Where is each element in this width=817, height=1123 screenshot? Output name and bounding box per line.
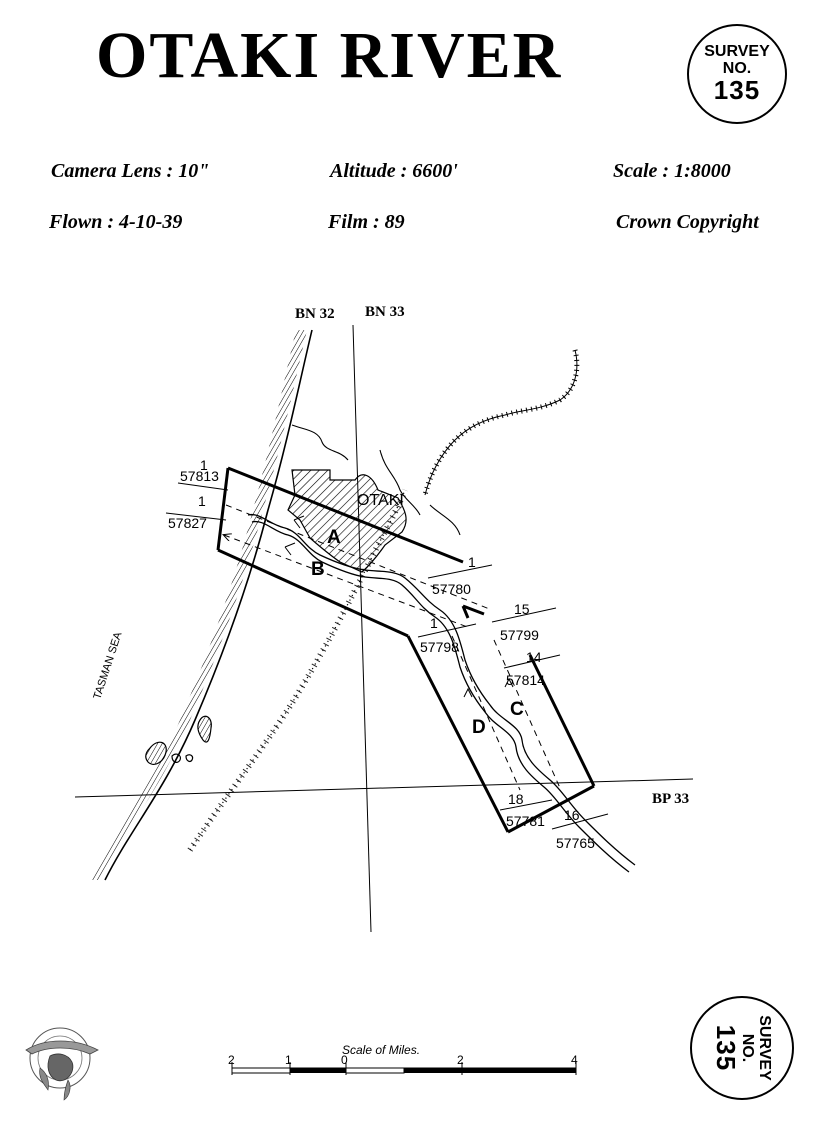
survey-stamp-line1: SURVEY bbox=[704, 43, 770, 61]
frame-number: 16 bbox=[564, 807, 580, 823]
scale-tick-label: 2 bbox=[457, 1053, 464, 1067]
scale-tick-label: 2 bbox=[228, 1053, 235, 1067]
strip-label-b: B bbox=[311, 559, 325, 580]
grid-line-horizontal bbox=[74, 778, 694, 798]
strip-label-d: D bbox=[472, 717, 486, 738]
crown-copyright: Crown Copyright bbox=[616, 211, 759, 233]
survey-stamp-line1: SURVEY bbox=[755, 1015, 773, 1081]
flight-lines bbox=[224, 504, 561, 791]
photo-number: 57827 bbox=[168, 515, 207, 531]
district-boundary bbox=[422, 349, 580, 496]
frame-number: 1 bbox=[198, 493, 206, 509]
grid-label-bp33: BP 33 bbox=[652, 791, 689, 807]
sea-label-tasman: TASMAN SEA bbox=[91, 630, 124, 701]
company-logo bbox=[25, 1027, 99, 1101]
photo-number: 57781 bbox=[506, 813, 545, 829]
frame-label-c-start: 14 57814 bbox=[503, 649, 561, 688]
grid-line-vertical bbox=[352, 324, 372, 933]
photo-number: 57798 bbox=[420, 639, 459, 655]
survey-stamp-top: SURVEY NO. 135 bbox=[687, 24, 787, 124]
survey-stamp-bottom: SURVEY NO. 135 bbox=[690, 996, 794, 1100]
place-label-otaki: OTAKI bbox=[357, 492, 404, 509]
flown-date: Flown : 4-10-39 bbox=[49, 211, 183, 233]
scale-tick-label: 0 bbox=[341, 1053, 348, 1067]
flight-direction-arrows bbox=[284, 515, 514, 698]
frame-label-a-end: 1 57780 bbox=[427, 554, 493, 597]
strip-label-a: A bbox=[327, 527, 341, 548]
coastline bbox=[90, 329, 313, 881]
streams bbox=[291, 424, 461, 536]
scale-bar: Scale of Miles. 2 1 0 2 4 bbox=[228, 1043, 578, 1075]
frame-label-b-start: 1 57827 bbox=[165, 493, 227, 531]
scale-ratio: Scale : 1:8000 bbox=[613, 160, 731, 182]
photo-number: 57813 bbox=[180, 468, 219, 484]
altitude: Altitude : 6600' bbox=[330, 160, 458, 182]
frame-number: 18 bbox=[508, 791, 524, 807]
otaki-river bbox=[247, 513, 636, 873]
photo-number: 57780 bbox=[432, 581, 471, 597]
frame-label-d-end: 18 57781 bbox=[499, 791, 553, 829]
grid-label-bn32: BN 32 bbox=[295, 306, 335, 322]
grid-label-bn33: BN 33 bbox=[365, 304, 405, 320]
frame-label-c-end: 15 57799 bbox=[491, 601, 557, 643]
frame-number: 15 bbox=[514, 601, 530, 617]
survey-stamp-number: 135 bbox=[710, 1024, 741, 1072]
survey-stamp-line2: NO. bbox=[722, 59, 752, 77]
otaki-township bbox=[287, 469, 407, 573]
scale-tick-label: 4 bbox=[571, 1053, 578, 1067]
frame-label-a-start: 1 57813 bbox=[177, 457, 229, 491]
photo-number: 57814 bbox=[506, 672, 545, 688]
survey-stamp-number: 135 bbox=[713, 75, 761, 106]
frame-number: 1 bbox=[200, 457, 208, 473]
scale-tick-label: 1 bbox=[285, 1053, 292, 1067]
frame-label-c-bottom: 16 57765 bbox=[551, 807, 609, 851]
strip-label-c: C bbox=[510, 699, 524, 720]
map-title: OTAKI RIVER bbox=[96, 19, 563, 92]
photo-number: 57765 bbox=[556, 835, 595, 851]
film-number: Film : 89 bbox=[328, 211, 405, 233]
photo-strip-boundary bbox=[216, 466, 596, 834]
camera-lens: Camera Lens : 10" bbox=[51, 160, 210, 182]
frame-label-d-start: 1 57798 bbox=[417, 615, 477, 655]
scale-bar-title: Scale of Miles. bbox=[342, 1043, 420, 1057]
survey-stamp-line2: NO. bbox=[739, 1033, 757, 1063]
frame-number: 1 bbox=[468, 554, 476, 570]
photo-number: 57799 bbox=[500, 627, 539, 643]
offshore-islands bbox=[145, 715, 212, 765]
frame-number: 14 bbox=[526, 649, 542, 665]
frame-number: 1 bbox=[430, 615, 438, 631]
